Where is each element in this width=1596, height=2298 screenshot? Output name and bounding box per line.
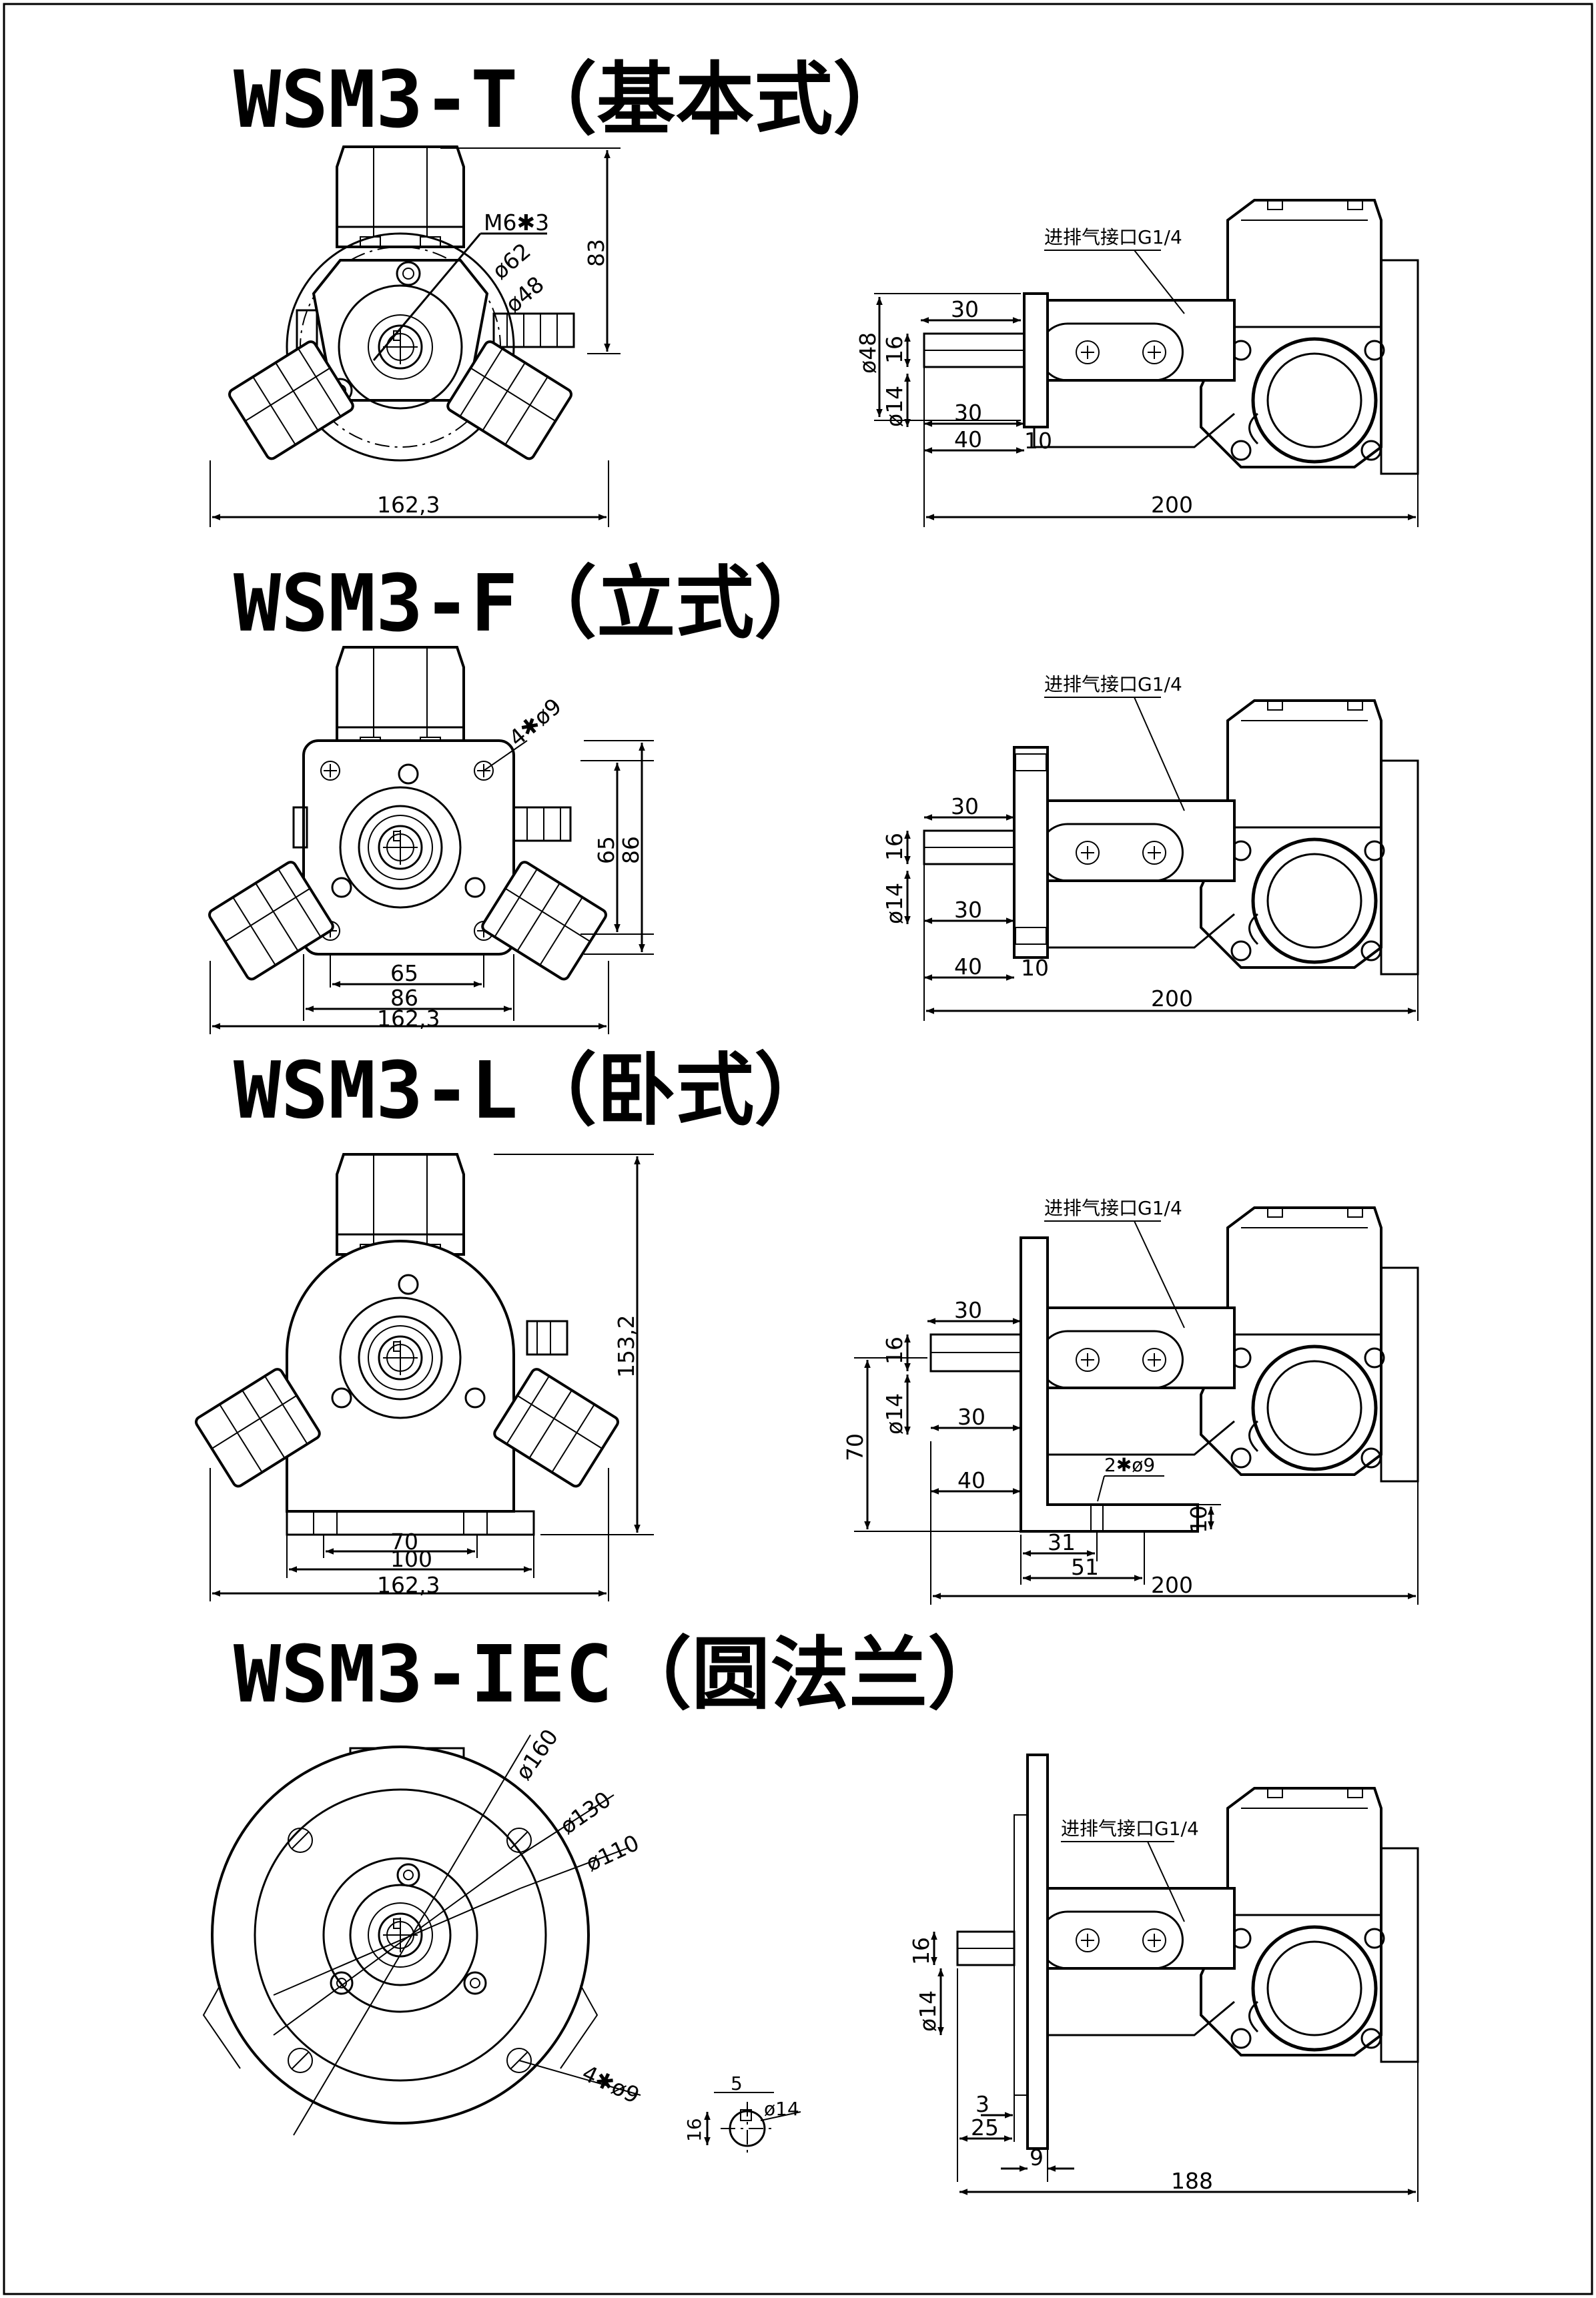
dim: 162,3: [377, 1572, 440, 1598]
dim: 10: [1024, 428, 1052, 454]
section-title: WSM3-L（卧式）: [234, 1044, 833, 1136]
dim: 30: [957, 1404, 985, 1430]
page-border: [3, 3, 1593, 2295]
section-title: WSM3-T（基本式）: [234, 53, 911, 145]
port-label: 进排气接口G1/4: [1044, 1197, 1182, 1219]
dim: 30: [954, 400, 982, 426]
side-dims-f: 进排气接口G1/4 30 16 ø14 30 40 10 200: [881, 673, 1419, 1021]
dim-height: 83: [583, 239, 609, 267]
dim: ø14: [881, 386, 907, 427]
front-view-l: [192, 1153, 622, 1536]
section-wsm3-f: WSM3-F（立式） 4✱ø9: [206, 557, 1419, 1034]
dim: 16: [683, 2118, 705, 2142]
dim: 153,2: [613, 1315, 639, 1378]
dim: ø48: [855, 332, 881, 374]
dim: 40: [954, 426, 982, 452]
port-label: 进排气接口G1/4: [1044, 226, 1182, 248]
side-view-t: [923, 200, 1418, 474]
dim: 16: [881, 336, 907, 364]
dim: 10: [1021, 955, 1049, 981]
dim: 16: [881, 833, 907, 861]
dim: ø14: [764, 2098, 799, 2120]
dim: 200: [1151, 492, 1193, 518]
dim: 16: [908, 1937, 934, 1965]
side-view-l: [929, 1208, 1418, 1533]
port-label: 进排气接口G1/4: [1044, 673, 1182, 695]
dim: 10: [1186, 1505, 1212, 1533]
dim: 30: [951, 296, 979, 322]
front-dims-t: 83 162,3: [210, 147, 621, 527]
port-label: 进排气接口G1/4: [1061, 1818, 1199, 1840]
dim: 31: [1048, 1529, 1076, 1555]
dim: 188: [1171, 2168, 1213, 2194]
dim: 30: [954, 1297, 982, 1323]
callout-holes: 4✱ø9: [578, 2060, 644, 2109]
dim: 86: [618, 836, 644, 864]
dim: 40: [957, 1467, 985, 1493]
side-dims-iec: 进排气接口G1/4 16 ø14 3 25 9 188: [908, 1818, 1419, 2202]
section-wsm3-t: WSM3-T（基本式） M6✱3 ø62 ø48: [210, 53, 1418, 527]
section-wsm3-iec: WSM3-IEC（圆法兰） ø160 ø130 ø1: [202, 1628, 1419, 2202]
dim: 65: [593, 836, 619, 864]
dim: 70: [390, 1529, 418, 1555]
dim: 40: [954, 953, 982, 980]
dim: 51: [1071, 1554, 1099, 1580]
side-dims-t: 进排气接口G1/4 30 ø48 16 ø14 30 40 10 200: [855, 226, 1419, 527]
dim: 200: [1151, 986, 1193, 1012]
dim: ø14: [915, 1990, 941, 2032]
dim: 25: [971, 2115, 999, 2141]
side-view-iec: [956, 1754, 1418, 2150]
dim: ø14: [881, 1393, 907, 1435]
dim: 9: [1030, 2145, 1044, 2171]
front-view-iec: [202, 1734, 598, 2136]
dim: 30: [954, 897, 982, 923]
front-view-t: [226, 145, 575, 462]
dim: 70: [842, 1433, 868, 1461]
front-dims-f: 65 86 65 86 162,3: [210, 740, 654, 1034]
dim: 200: [1151, 1572, 1193, 1598]
shaft-detail-iec: 5 16 ø14: [683, 2072, 801, 2155]
section-wsm3-l: WSM3-L（卧式） 153,2 70: [192, 1044, 1419, 1605]
callout-diameter: ø130: [555, 1786, 616, 1840]
dim: ø14: [881, 883, 907, 924]
dim: 86: [390, 985, 418, 1011]
dim: 5: [731, 2072, 743, 2094]
callout-diameter: ø110: [582, 1830, 643, 1877]
dim: 100: [390, 1546, 432, 1572]
callout-holes: 4✱ø9: [504, 693, 566, 752]
front-callouts-t: M6✱3 ø62 ø48: [372, 210, 549, 361]
front-dims-l: 153,2 70 100 162,3: [210, 1154, 654, 1601]
dim: 30: [951, 793, 979, 819]
dim: 3: [975, 2091, 989, 2117]
callout-thread: M6✱3: [484, 210, 549, 236]
section-title: WSM3-IEC（圆法兰）: [234, 1628, 1006, 1720]
side-view-f: [923, 701, 1418, 974]
callout-holes: 2✱ø9: [1104, 1454, 1155, 1476]
side-dims-l: 进排气接口G1/4 30 16 ø14 30 70 40 2✱ø9 31 51: [842, 1197, 1419, 1605]
dim: 162,3: [377, 1006, 440, 1032]
front-view-f: [206, 646, 610, 983]
dim: 65: [390, 960, 418, 986]
section-title: WSM3-F（立式）: [234, 557, 833, 649]
dim: 16: [881, 1336, 907, 1365]
dim-width: 162,3: [377, 492, 440, 518]
